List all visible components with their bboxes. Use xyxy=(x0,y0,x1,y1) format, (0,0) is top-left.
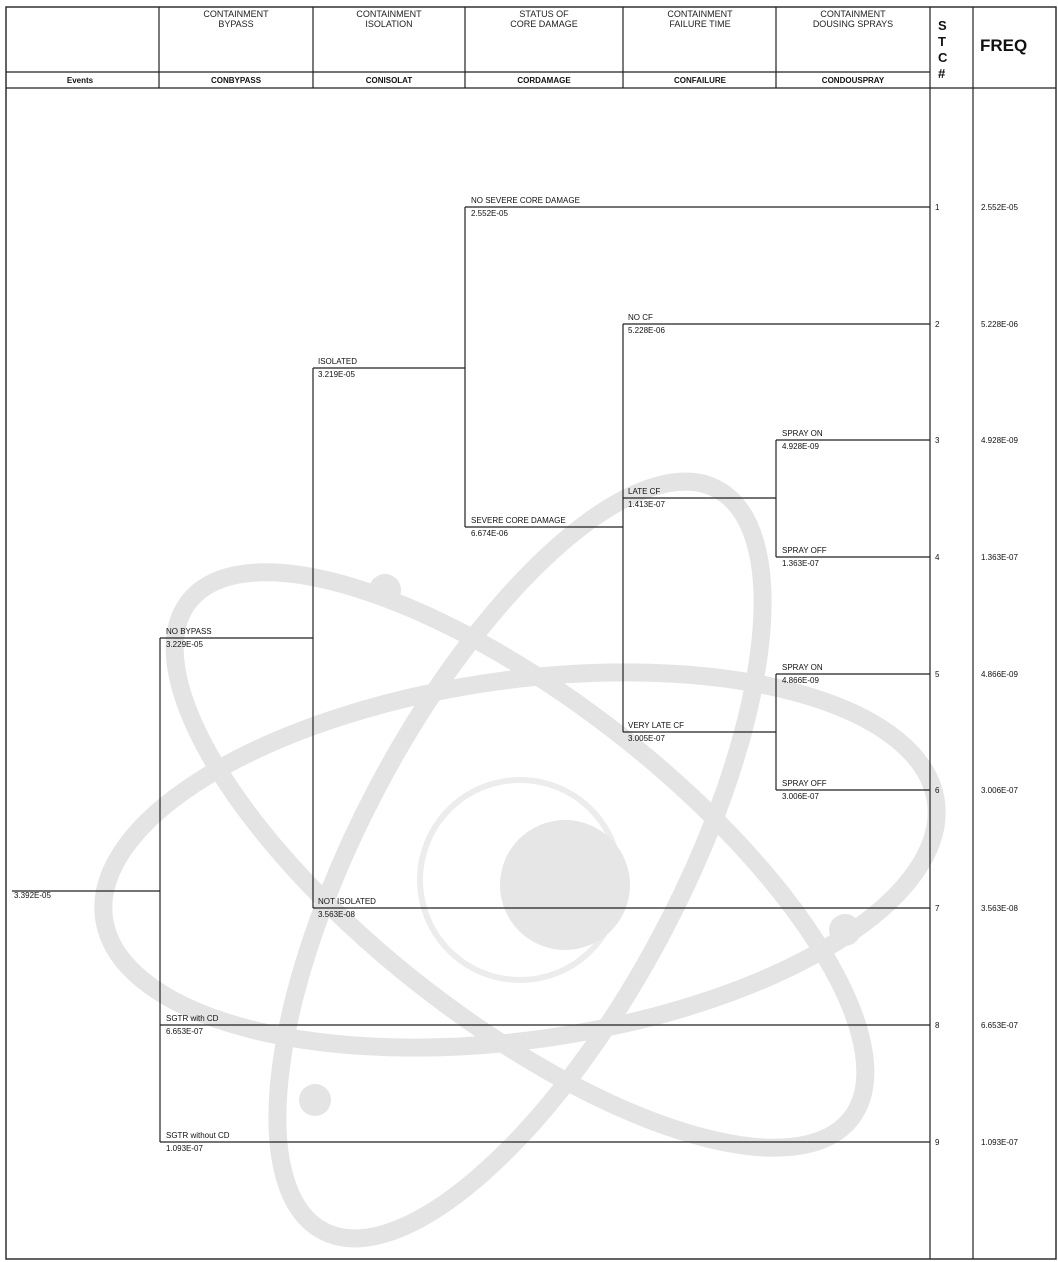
branch-label: SPRAY ON xyxy=(782,663,823,672)
outcome-frequency: 3.006E-07 xyxy=(981,786,1018,795)
column-header-core-damage: STATUS OF CORE DAMAGE CORDAMAGE xyxy=(510,9,578,85)
outcome-row-4: 4 1.363E-07 xyxy=(935,553,1018,562)
branch-value: 6.653E-07 xyxy=(166,1027,203,1036)
branch-label: SEVERE CORE DAMAGE xyxy=(471,516,566,525)
freq-header: FREQ xyxy=(980,36,1027,55)
stc-number: 3 xyxy=(935,436,940,445)
stc-title-letter: C xyxy=(938,50,948,65)
outcome-row-8: 8 6.653E-07 xyxy=(935,1021,1018,1030)
initiator-frequency: 3.392E-05 xyxy=(14,891,51,900)
branch-label: NOT ISOLATED xyxy=(318,897,376,906)
column-title-line: CONTAINMENT xyxy=(356,9,422,19)
branch-value: 3.229E-05 xyxy=(166,640,203,649)
column-header-isolation: CONTAINMENT ISOLATION CONISOLAT xyxy=(356,9,422,85)
branch-value: 6.674E-06 xyxy=(471,529,508,538)
branch-value: 5.228E-06 xyxy=(628,326,665,335)
branch-label: SGTR with CD xyxy=(166,1014,219,1023)
outcome-row-1: 1 2.552E-05 xyxy=(935,203,1018,212)
column-code: CORDAMAGE xyxy=(517,76,571,85)
stc-number: 1 xyxy=(935,203,940,212)
outcome-frequency: 5.228E-06 xyxy=(981,320,1018,329)
outcome-row-9: 9 1.093E-07 xyxy=(935,1138,1018,1147)
outcome-frequency: 1.363E-07 xyxy=(981,553,1018,562)
outcome-row-3: 3 4.928E-09 xyxy=(935,436,1018,445)
outcome-frequency: 4.866E-09 xyxy=(981,670,1018,679)
outcome-row-7: 7 3.563E-08 xyxy=(935,904,1018,913)
branch-label: NO BYPASS xyxy=(166,627,212,636)
branch-value: 3.219E-05 xyxy=(318,370,355,379)
stc-number: 6 xyxy=(935,786,940,795)
outcome-row-2: 2 5.228E-06 xyxy=(935,320,1018,329)
outcome-row-6: 6 3.006E-07 xyxy=(935,786,1018,795)
stc-title-letter: S xyxy=(938,18,947,33)
outcome-frequency: 2.552E-05 xyxy=(981,203,1018,212)
column-header-failure-time: CONTAINMENT FAILURE TIME CONFAILURE xyxy=(667,9,733,85)
stc-number: 8 xyxy=(935,1021,940,1030)
column-header-bypass: CONTAINMENT BYPASS CONBYPASS xyxy=(203,9,269,85)
column-code: CONDOUSPRAY xyxy=(822,76,885,85)
branch-value: 3.563E-08 xyxy=(318,910,355,919)
column-title-line: CONTAINMENT xyxy=(203,9,269,19)
branch-value: 1.413E-07 xyxy=(628,500,665,509)
column-title-line: CONTAINMENT xyxy=(667,9,733,19)
stc-number: 5 xyxy=(935,670,940,679)
column-title-line: CORE DAMAGE xyxy=(510,19,578,29)
branch-value: 3.005E-07 xyxy=(628,734,665,743)
column-title-line: FAILURE TIME xyxy=(669,19,730,29)
column-title-line: ISOLATION xyxy=(365,19,412,29)
stc-title-letter: # xyxy=(938,66,946,81)
branch-value: 1.093E-07 xyxy=(166,1144,203,1153)
outcome-frequency: 6.653E-07 xyxy=(981,1021,1018,1030)
branch-label: NO CF xyxy=(628,313,653,322)
branch-label: SPRAY ON xyxy=(782,429,823,438)
outcome-frequency: 1.093E-07 xyxy=(981,1138,1018,1147)
branch-label: SPRAY OFF xyxy=(782,546,827,555)
stc-number: 7 xyxy=(935,904,940,913)
branch-label: SGTR without CD xyxy=(166,1131,230,1140)
outcome-frequency: 3.563E-08 xyxy=(981,904,1018,913)
stc-number: 4 xyxy=(935,553,940,562)
branch-value: 2.552E-05 xyxy=(471,209,508,218)
column-code: CONISOLAT xyxy=(366,76,413,85)
column-title-line: BYPASS xyxy=(218,19,253,29)
branch-label: ISOLATED xyxy=(318,357,357,366)
outcome-row-5: 5 4.866E-09 xyxy=(935,670,1018,679)
branch-label: VERY LATE CF xyxy=(628,721,684,730)
stc-title-letter: T xyxy=(938,34,946,49)
events-label: Events xyxy=(67,76,94,85)
branch-value: 3.006E-07 xyxy=(782,792,819,801)
branch-value: 4.928E-09 xyxy=(782,442,819,451)
stc-number: 9 xyxy=(935,1138,940,1147)
stc-header: S T C # xyxy=(938,18,948,81)
column-code: CONBYPASS xyxy=(211,76,262,85)
column-title-line: CONTAINMENT xyxy=(820,9,886,19)
column-title-line: DOUSING SPRAYS xyxy=(813,19,893,29)
branch-label: SPRAY OFF xyxy=(782,779,827,788)
branch-value: 4.866E-09 xyxy=(782,676,819,685)
column-code: CONFAILURE xyxy=(674,76,727,85)
column-header-dousing-sprays: CONTAINMENT DOUSING SPRAYS CONDOUSPRAY xyxy=(813,9,893,85)
tree-branch-lines xyxy=(12,207,930,1142)
stc-number: 2 xyxy=(935,320,940,329)
branch-label: NO SEVERE CORE DAMAGE xyxy=(471,196,580,205)
column-title-line: STATUS OF xyxy=(519,9,569,19)
outcome-frequency: 4.928E-09 xyxy=(981,436,1018,445)
branch-label: LATE CF xyxy=(628,487,660,496)
branch-value: 1.363E-07 xyxy=(782,559,819,568)
